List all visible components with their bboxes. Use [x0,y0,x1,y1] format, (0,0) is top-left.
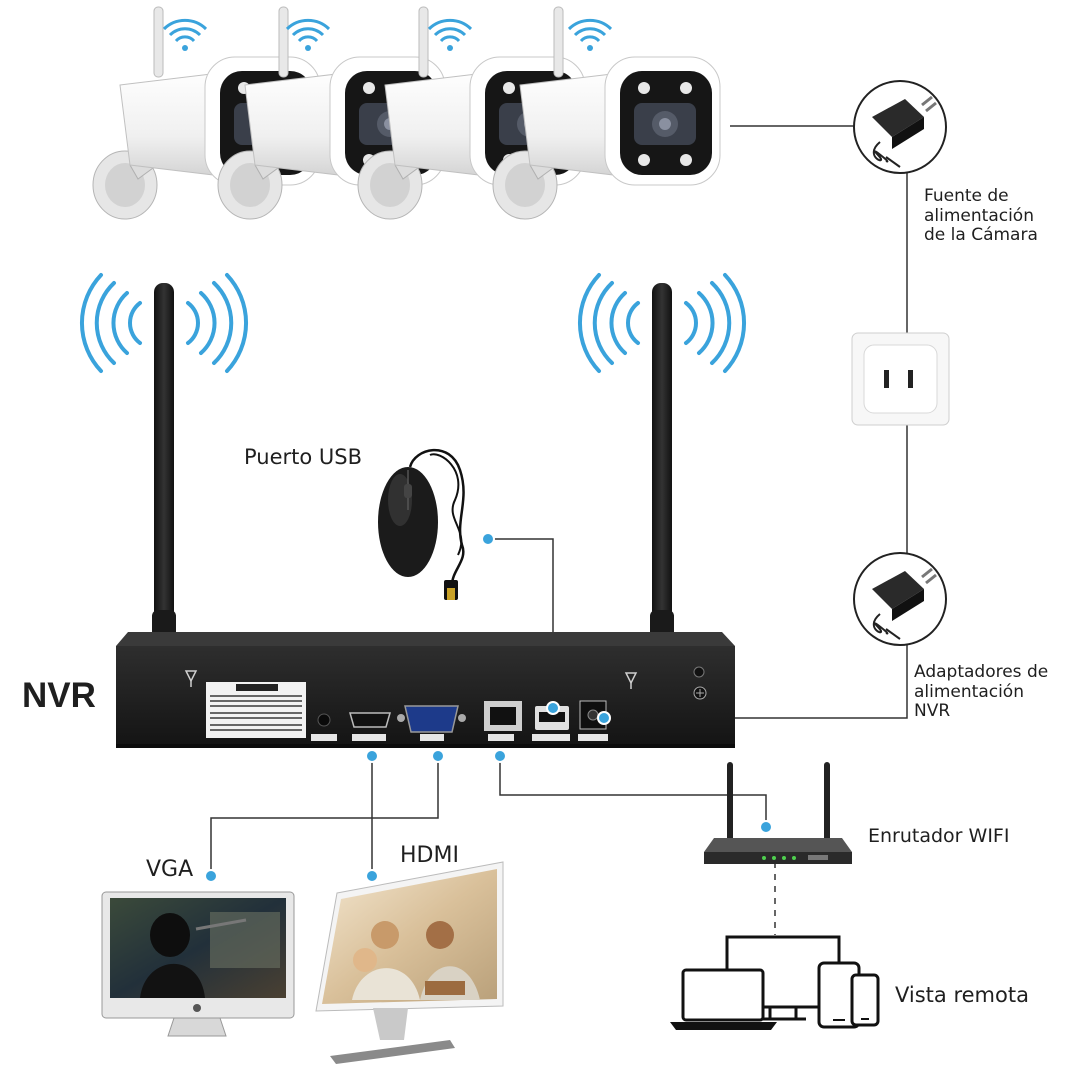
power-adapter-icon [852,551,948,647]
nvr-power-adapters-line-3: NVR [914,701,951,722]
nvr-device [116,632,735,748]
apple-logo-icon [193,1004,201,1012]
hdmi-port [349,712,391,741]
wifi-router-label: Enrutador WIFI [868,825,1010,847]
caution-label [206,682,306,738]
router-icon [704,762,852,864]
wall-socket-icon [851,332,950,426]
ground-screw-icon [693,666,707,700]
connector-dots [204,532,773,883]
remote-view-label: Vista remota [895,983,1029,1007]
vga-port [397,705,466,741]
camera-power-supply-line-3: de la Cámara [924,225,1038,246]
camera-power-supply-label: Fuente de alimentación de la Cámara [924,186,1038,246]
lan-port [484,701,522,741]
wifi-signal-icon [427,18,473,53]
camera-power-supply-line-2: alimentación [924,205,1034,226]
ip-camera-4 [492,6,721,220]
cable-lines [210,125,908,935]
wifi-signal-icon [577,273,747,373]
nvr-power-adapters-line-2: alimentación [914,681,1024,702]
nvr-label: NVR [22,676,96,715]
nvr-power-adapters-line-1: Adaptadores de [914,662,1049,682]
nvr-power-adapters-label: Adaptadores de alimentación NVR [914,662,1049,722]
wifi-signal-icon [79,273,249,373]
audio-out-port [311,713,337,741]
antenna-symbol-icon [184,670,638,689]
phone-icon [850,973,880,1027]
camera-power-supply-line-1: Fuente de [924,186,1009,206]
hdmi-label: HDMI [400,843,459,868]
laptop-icon [670,968,777,1030]
vga-label: VGA [146,857,194,882]
wifi-signal-icon [162,18,208,53]
wifi-signal-icon [285,18,331,53]
vga-cable [210,756,439,876]
mouse-icon [378,448,465,600]
wifi-signal-icon [567,18,613,53]
hdmi-monitor-icon [315,861,504,1064]
usb-port-label: Puerto USB [244,445,363,469]
vga-monitor-icon [101,891,295,1037]
power-adapter-icon [852,79,948,175]
usb-port [532,706,570,741]
lan-cable [499,756,767,827]
